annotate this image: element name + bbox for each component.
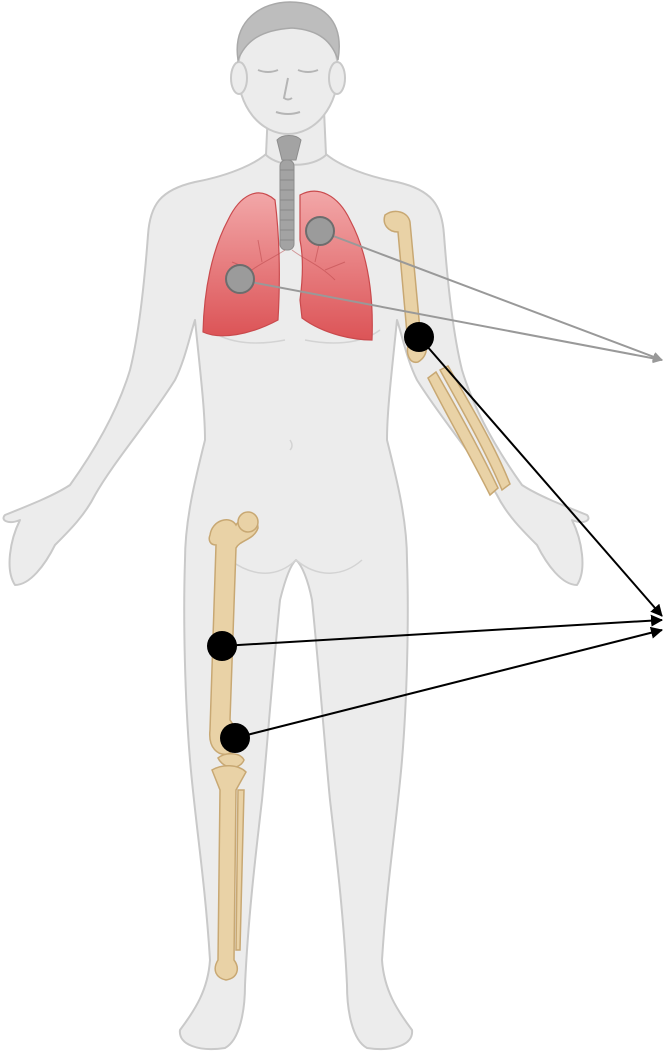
marker-left-lung-mid	[226, 265, 254, 293]
left-ear	[231, 62, 247, 94]
arrow-femur-distal	[235, 630, 662, 738]
marker-humerus-distal	[404, 322, 434, 352]
body-outline	[3, 150, 588, 1049]
marker-femur-distal	[220, 723, 250, 753]
arrow-humerus-distal	[419, 337, 662, 616]
marker-femur-mid	[207, 631, 237, 661]
marker-right-lung-upper	[306, 217, 334, 245]
femoral-head	[238, 512, 258, 532]
arrow-femur-mid	[222, 620, 662, 646]
right-ear	[329, 62, 345, 94]
body-silhouette	[3, 10, 588, 1049]
